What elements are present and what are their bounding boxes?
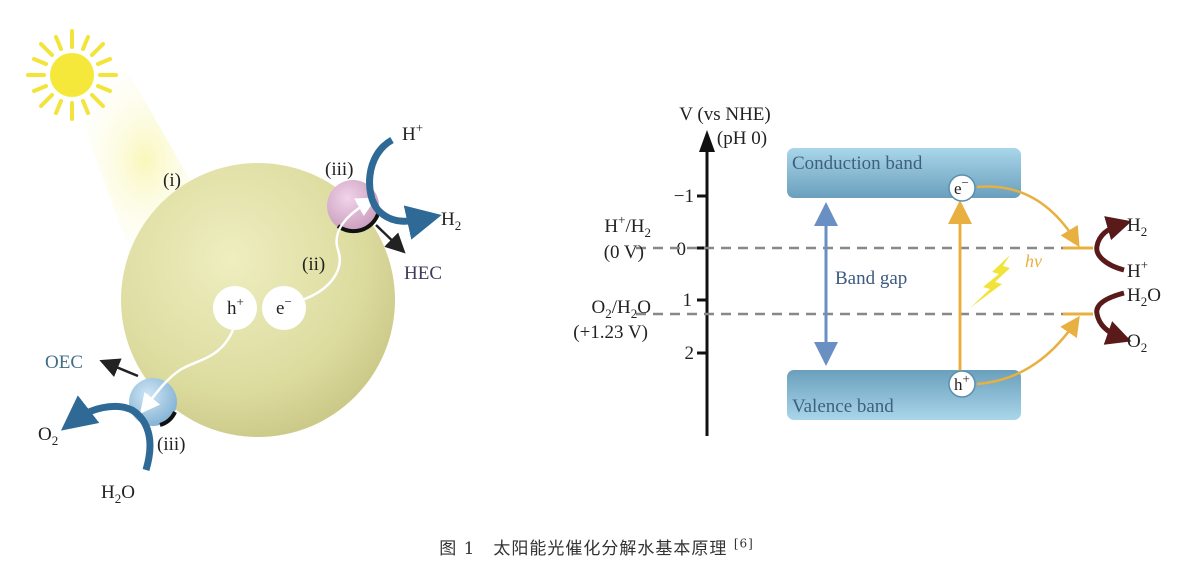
sun-icon xyxy=(26,29,118,121)
electron-label: e− xyxy=(276,294,292,319)
hydrogen-evolution-arrow xyxy=(1094,216,1132,273)
h-couple-value: (0 V) xyxy=(604,242,644,263)
axis-subtitle: (pH 0) xyxy=(717,128,767,149)
oxygen-evolution-arrow xyxy=(1094,290,1132,345)
hole-path-arrow xyxy=(139,329,235,414)
o2-label: O2 xyxy=(38,424,58,448)
hec-label: HEC xyxy=(404,263,442,284)
hole-transfer-arrow xyxy=(976,315,1080,386)
hole-circle xyxy=(948,370,976,398)
electron-transfer-arrow xyxy=(976,185,1080,248)
label-iii-top: (iii) xyxy=(325,159,354,180)
hole-circle xyxy=(213,286,257,330)
hv-label: hv xyxy=(1025,251,1042,271)
caption-reference: [6] xyxy=(733,536,754,551)
band-diagram-panel: V (vs NHE) (pH 0) −1 0 1 2 H+/H2 (0 V) O… xyxy=(573,104,1161,436)
oec-pointer-arrow xyxy=(99,358,139,378)
o-couple-label: O2/H2O xyxy=(592,297,651,321)
tick-label: −1 xyxy=(674,186,694,207)
tick-label: 2 xyxy=(685,343,695,364)
axis-title: V (vs NHE) xyxy=(679,104,770,125)
electron-circle xyxy=(948,174,976,202)
hole-label: h+ xyxy=(954,371,970,394)
lightning-icon xyxy=(970,255,1010,308)
electron-label: e− xyxy=(954,175,969,198)
h-plus-label: H+ xyxy=(402,120,423,145)
o-couple-value: (+1.23 V) xyxy=(573,322,648,343)
h2-label: H2 xyxy=(441,209,461,233)
hole-label: h+ xyxy=(227,294,244,319)
hydrogen-reaction-arrow xyxy=(366,136,442,240)
band-gap-label: Band gap xyxy=(835,268,907,289)
oec-label: OEC xyxy=(45,352,83,373)
label-i: (i) xyxy=(163,170,181,191)
semiconductor-sphere xyxy=(121,163,395,437)
h2o-label: H2O xyxy=(101,482,135,506)
caption-text: 图 1 太阳能光催化分解水基本原理 xyxy=(439,539,734,559)
product-h-plus-label: H+ xyxy=(1127,257,1148,282)
conduction-band-label: Conduction band xyxy=(792,153,923,174)
electron-path-arrow xyxy=(301,197,377,302)
electron-circle xyxy=(262,286,306,330)
tick-label: 1 xyxy=(683,290,693,311)
tick-label: 0 xyxy=(677,239,687,260)
hec-pointer-arrow xyxy=(375,224,406,254)
label-iii-bottom: (iii) xyxy=(157,434,186,455)
photocatalyst-particle-panel: h+ e− (i) (ii) (iii) (iii) H+ H2 HEC OEC… xyxy=(26,29,461,506)
valence-band-label: Valence band xyxy=(792,396,894,417)
product-h2-label: H2 xyxy=(1127,215,1147,239)
product-o2-label: O2 xyxy=(1127,331,1147,355)
figure-caption: 图 1 太阳能光催化分解水基本原理 [6] xyxy=(0,534,1193,559)
h-couple-label: H+/H2 xyxy=(604,212,651,240)
label-ii: (ii) xyxy=(302,254,325,275)
product-h2o-label: H2O xyxy=(1127,285,1161,309)
axis-arrowhead xyxy=(699,130,715,152)
hec-cocatalyst xyxy=(327,180,379,232)
oxygen-reaction-arrow xyxy=(60,395,154,472)
